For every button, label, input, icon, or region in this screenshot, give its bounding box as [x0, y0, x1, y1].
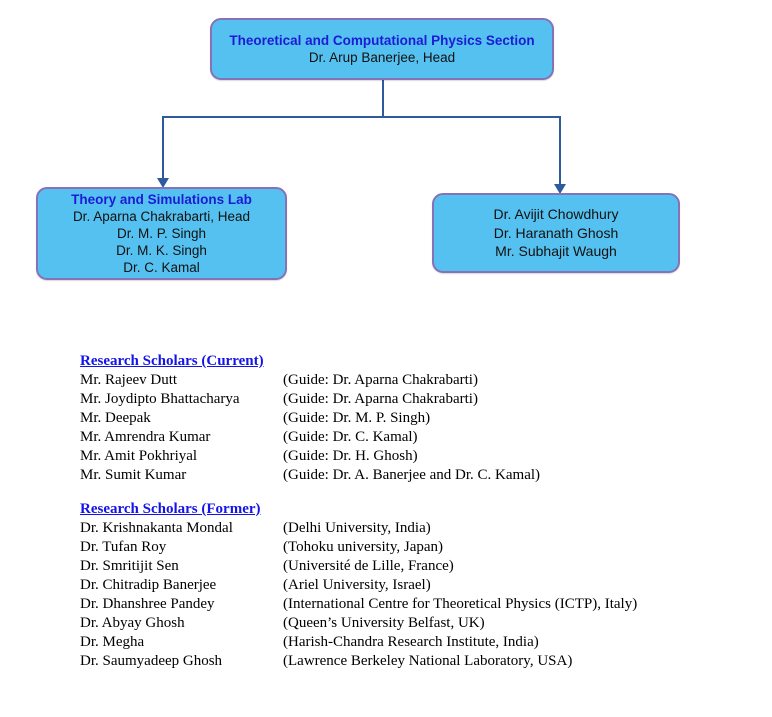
staff-member: Mr. Subhajit Waugh	[495, 243, 617, 260]
scholar-row: Dr. Chitradip Banerjee (Ariel University…	[80, 576, 720, 595]
scholar-name: Mr. Joydipto Bhattacharya	[80, 391, 240, 407]
scholar-row: Mr. Amit Pokhriyal (Guide: Dr. H. Ghosh)	[80, 447, 720, 466]
lab-member: Dr. M. P. Singh	[116, 226, 207, 241]
scholar-detail: (Guide: Dr. Aparna Chakrabarti)	[283, 391, 478, 407]
scholar-name: Dr. Krishnakanta Mondal	[80, 520, 233, 536]
scholar-row: Mr. Joydipto Bhattacharya (Guide: Dr. Ap…	[80, 390, 720, 409]
scholar-name: Dr. Saumyadeep Ghosh	[80, 653, 223, 669]
current-scholars-heading[interactable]: Research Scholars (Current)	[80, 353, 264, 369]
scholar-name: Mr. Amrendra Kumar	[80, 429, 211, 445]
scholar-detail: (Guide: Dr. A. Banerjee and Dr. C. Kamal…	[283, 467, 541, 483]
scholars-lists: Research Scholars (Current) Mr. Rajeev D…	[80, 352, 720, 671]
scholar-name: Mr. Amit Pokhriyal	[80, 448, 198, 464]
theory-simulations-lab-box: Theory and Simulations Lab Dr. Aparna Ch…	[36, 187, 287, 280]
scholar-detail: (Queen’s University Belfast, UK)	[283, 615, 485, 631]
staff-member: Dr. Haranath Ghosh	[493, 224, 619, 241]
scholar-detail: (Guide: Dr. H. Ghosh)	[283, 448, 418, 464]
scholar-detail: (Guide: Dr. C. Kamal)	[283, 429, 418, 445]
scholar-row: Mr. Sumit Kumar (Guide: Dr. A. Banerjee …	[80, 466, 720, 485]
scholar-detail: (Ariel University, Israel)	[283, 577, 431, 593]
section-head-name: Dr. Arup Banerjee, Head	[308, 50, 456, 65]
scholar-name: Mr. Deepak	[80, 410, 151, 426]
scholar-row: Mr. Deepak (Guide: Dr. M. P. Singh)	[80, 409, 720, 428]
former-scholars-section: Research Scholars (Former) Dr. Krishnaka…	[80, 500, 720, 671]
lab-title: Theory and Simulations Lab	[71, 192, 252, 207]
scholar-detail: (Université de Lille, France)	[283, 558, 454, 574]
staff-box: Dr. Avijit Chowdhury Dr. Haranath Ghosh …	[432, 193, 680, 273]
scholar-name: Dr. Dhanshree Pandey	[80, 596, 215, 612]
scholar-name: Dr. Chitradip Banerjee	[80, 577, 217, 593]
scholar-name: Dr. Megha	[80, 634, 145, 650]
scholar-detail: (Delhi University, India)	[283, 520, 431, 536]
scholar-detail: (Harish-Chandra Research Institute, Indi…	[283, 634, 539, 650]
scholar-name: Dr. Tufan Roy	[80, 539, 167, 555]
lab-member: Dr. Aparna Chakrabarti, Head	[72, 209, 251, 224]
scholar-row: Dr. Megha (Harish-Chandra Research Insti…	[80, 633, 720, 652]
scholar-detail: (Lawrence Berkeley National Laboratory, …	[283, 653, 573, 669]
current-scholars-section: Research Scholars (Current) Mr. Rajeev D…	[80, 352, 720, 485]
scholar-detail: (Guide: Dr. M. P. Singh)	[283, 410, 431, 426]
scholar-row: Dr. Smritijit Sen (Université de Lille, …	[80, 557, 720, 576]
scholar-name: Mr. Rajeev Dutt	[80, 372, 178, 388]
lab-member: Dr. C. Kamal	[123, 260, 200, 275]
scholar-row: Dr. Dhanshree Pandey (International Cent…	[80, 595, 720, 614]
scholar-detail: (Tohoku university, Japan)	[283, 539, 444, 555]
scholar-name: Dr. Abyay Ghosh	[80, 615, 185, 631]
scholar-name: Mr. Sumit Kumar	[80, 467, 187, 483]
former-scholars-heading[interactable]: Research Scholars (Former)	[80, 501, 261, 517]
scholar-row: Mr. Amrendra Kumar (Guide: Dr. C. Kamal)	[80, 428, 720, 447]
scholar-row: Dr. Saumyadeep Ghosh (Lawrence Berkeley …	[80, 652, 720, 671]
scholar-name: Dr. Smritijit Sen	[80, 558, 179, 574]
scholar-detail: (International Centre for Theoretical Ph…	[283, 596, 638, 612]
scholar-row: Mr. Rajeev Dutt (Guide: Dr. Aparna Chakr…	[80, 371, 720, 390]
scholar-detail: (Guide: Dr. Aparna Chakrabarti)	[283, 372, 478, 388]
scholar-row: Dr. Krishnakanta Mondal (Delhi Universit…	[80, 519, 720, 538]
section-head-box: Theoretical and Computational Physics Se…	[210, 18, 554, 80]
scholar-row: Dr. Abyay Ghosh (Queen’s University Belf…	[80, 614, 720, 633]
lab-member: Dr. M. K. Singh	[116, 243, 207, 258]
section-title: Theoretical and Computational Physics Se…	[229, 33, 535, 48]
scholar-row: Dr. Tufan Roy (Tohoku university, Japan)	[80, 538, 720, 557]
staff-member: Dr. Avijit Chowdhury	[493, 206, 619, 223]
